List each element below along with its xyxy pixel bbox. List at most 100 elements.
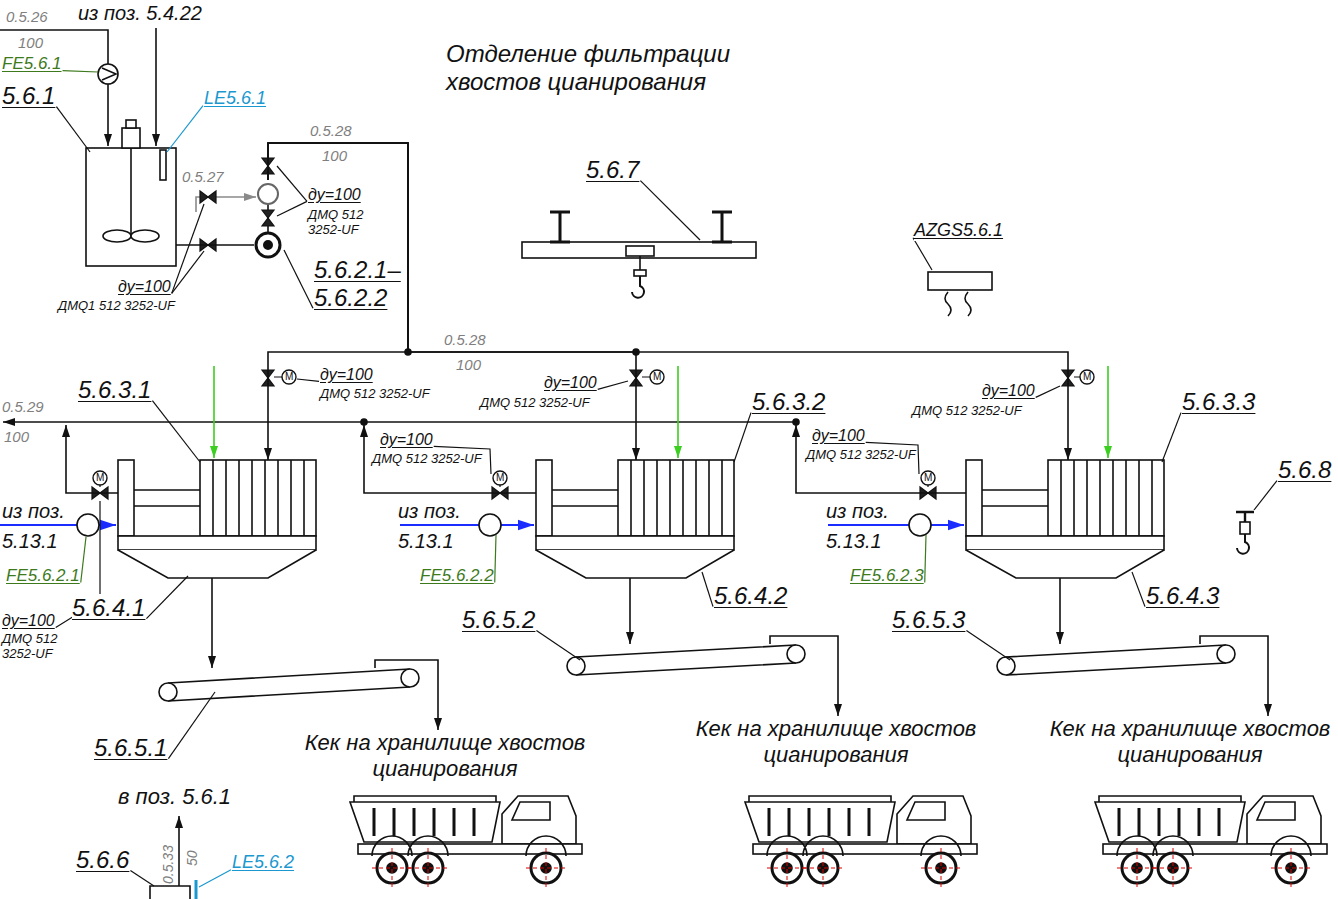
process-line — [268, 143, 1068, 460]
valve-type: ДМQ1 512 3252-UF — [58, 299, 175, 314]
source-note: из поз. 5.4.22 — [78, 2, 202, 25]
destination-note: Кек на хранилище хвостов цианирования — [1044, 716, 1336, 769]
agitated-tank — [126, 120, 136, 128]
belt-conveyor — [576, 645, 796, 675]
pipe-number: 100 — [456, 356, 481, 373]
callout-number: 5.6.7 — [586, 156, 639, 184]
wash-water-arrow — [1107, 366, 1109, 458]
leader-line — [297, 379, 319, 381]
leader-line — [167, 106, 203, 152]
valve-size: ду=100 — [308, 186, 361, 204]
leader-line — [168, 692, 215, 759]
process-line — [268, 143, 636, 460]
dump-truck — [350, 796, 1327, 888]
leader-line — [63, 71, 98, 72]
process-line — [1059, 578, 1061, 644]
pipe-number: 0.5.33 — [160, 845, 176, 884]
equipment: 5.6.4.1 — [118, 536, 316, 578]
leader-line — [966, 631, 1010, 660]
callout-number: 5.6.3.1 — [78, 376, 151, 404]
flow-instrument-tag: FE5.6.1 — [2, 54, 62, 74]
valve-symbol — [262, 210, 274, 226]
valve-motor — [93, 471, 107, 485]
motor-mark: M — [653, 371, 661, 383]
valve-type: ДМQ 512 3252-UF — [320, 387, 430, 402]
level-instrument-tag: LE5.6.1 — [204, 88, 266, 109]
wash-water-arrow — [677, 366, 679, 458]
dump-truck — [1095, 796, 1327, 888]
leader-line — [152, 401, 200, 462]
agitated-tank — [103, 230, 131, 242]
section-title: Отделение фильтрации хвостов цианировани… — [446, 40, 756, 95]
valve-type: ДМQ 512 3252-UF — [308, 208, 382, 238]
callout-number: 5.6.5.2 — [462, 606, 535, 634]
leader-line — [1162, 413, 1181, 462]
dump-truck — [745, 796, 977, 888]
filter-press — [536, 460, 734, 578]
pipe-number: 0.5.28 — [310, 122, 352, 139]
equipment: 5.6.3.3 — [966, 460, 1164, 536]
sump-tank — [178, 816, 180, 886]
valve-motor — [1080, 370, 1094, 384]
motor-mark: M — [285, 371, 293, 383]
leader-line — [130, 871, 154, 886]
valve-motor — [282, 370, 296, 384]
pump-symbol — [264, 241, 272, 249]
agitated-tank — [86, 120, 176, 266]
belt-conveyor — [159, 645, 1235, 701]
callout-number: 5.6.4.2 — [714, 582, 787, 610]
belt-conveyor — [168, 669, 410, 701]
hoist — [1240, 522, 1250, 534]
agitated-tank — [122, 128, 140, 148]
leader-line — [81, 537, 86, 583]
equipment: 5.6.3.1 — [118, 460, 316, 536]
hoist — [1236, 512, 1254, 522]
leader-line — [640, 181, 700, 240]
equipment: AZGS5.6.1 — [928, 272, 992, 290]
process-line — [211, 578, 213, 668]
pipe-number: 0.5.28 — [444, 331, 486, 348]
leader-line — [598, 381, 628, 389]
callout-number: 5.6.5.3 — [892, 606, 965, 634]
leader-line — [1036, 386, 1060, 397]
callout-number: 5.6.4.1 — [72, 594, 145, 622]
source-note: из поз. 5.13.1 — [2, 496, 72, 556]
filtrate-pipes — [3, 349, 966, 493]
equipment: 5.6.2.1– 5.6.2.2 — [254, 180, 282, 258]
overhead-crane — [632, 276, 644, 298]
valve-size: ду=100 — [982, 382, 1035, 400]
flow-meter-symbol — [98, 64, 118, 84]
leader-line — [925, 535, 926, 583]
pipe-number: 0.5.27 — [182, 168, 224, 185]
flow-meter-symbol — [98, 64, 118, 84]
equipment: 5.6.5.1 — [158, 668, 420, 704]
belt-conveyor — [401, 669, 419, 687]
equipment: Кек на хранилище хвостов цианирования — [300, 730, 590, 890]
leader-line — [702, 572, 713, 607]
pump-symbol — [258, 184, 278, 204]
pipe-number: 0.5.29 — [2, 398, 44, 415]
flow-instrument-tag: FE5.6.2.1 — [6, 566, 80, 586]
process-line — [629, 578, 631, 644]
callout-number: 5.6.8 — [1278, 456, 1331, 484]
motor-mark: M — [496, 472, 504, 484]
process-line — [1200, 636, 1268, 716]
wash-water-arrow — [214, 366, 1108, 458]
valve-size: ду=100 — [320, 366, 373, 384]
gas-analyzer — [928, 272, 992, 316]
overhead-crane — [522, 212, 756, 298]
belt-conveyor — [997, 657, 1015, 675]
pump-symbol — [256, 184, 280, 257]
motor-mark: M — [96, 472, 104, 484]
wash-water-arrow — [213, 366, 215, 458]
overhead-crane — [626, 246, 654, 256]
leader-line — [1254, 481, 1277, 510]
flow-meter-symbol — [77, 514, 99, 536]
leader-line — [146, 576, 188, 619]
valve-motor — [493, 471, 507, 485]
equipment: 5.6.4.3 — [966, 536, 1164, 578]
valve-symbol — [200, 191, 216, 203]
feed-pipes — [0, 30, 108, 146]
valve-size: ду=100 — [2, 612, 55, 630]
